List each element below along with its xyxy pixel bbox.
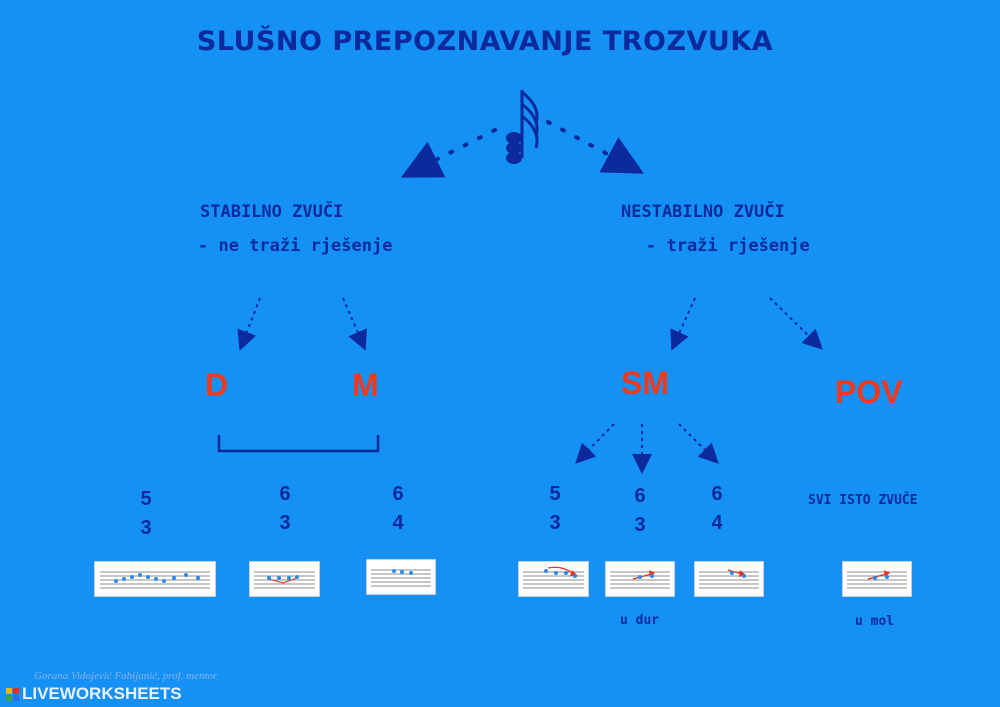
- u-mol-label: u mol: [855, 614, 895, 629]
- staff-image-1[interactable]: [94, 561, 216, 597]
- unstable-subheading: - traži rješenje: [646, 236, 810, 256]
- arrow-to-pov: [769, 297, 823, 350]
- arrow-sm-1: [575, 423, 615, 464]
- staff-image-2[interactable]: [249, 561, 320, 597]
- chord-pov: POV: [835, 374, 903, 410]
- u-dur-label: u dur: [620, 613, 660, 628]
- arrow-sm-3: [678, 423, 719, 464]
- unstable-heading: NESTABILNO ZVUČI: [621, 202, 785, 222]
- chord-d: D: [205, 367, 229, 403]
- chord-sm: SM: [621, 365, 669, 401]
- arrow-to-sm: [670, 297, 696, 351]
- staff-image-7[interactable]: [842, 561, 912, 597]
- bracket: [217, 435, 380, 453]
- stable-heading: STABILNO ZVUČI: [200, 202, 344, 222]
- staff-image-6[interactable]: [694, 561, 764, 597]
- arrow-to-unstable: [546, 120, 645, 174]
- staff-image-4[interactable]: [518, 561, 589, 597]
- author-signature: Gorana Vidojević Fabijanić, prof. mentor: [34, 670, 218, 682]
- chord-m: M: [352, 367, 379, 403]
- staff-image-3[interactable]: [366, 559, 436, 595]
- staff-image-5[interactable]: [605, 561, 675, 597]
- stable-subheading: - ne traži rješenje: [198, 236, 393, 256]
- same-sound-label: SVI ISTO ZVUČE: [808, 493, 918, 508]
- music-note-icon: [506, 90, 539, 164]
- arrow-to-d: [237, 297, 261, 351]
- page-title: SLUŠNO PREPOZNAVANJE TROZVUKA: [196, 26, 774, 57]
- liveworksheets-logo-icon: [6, 688, 20, 702]
- arrow-to-m: [342, 297, 367, 351]
- arrow-to-stable: [400, 128, 497, 178]
- brand-watermark: LIVEWORKSHEETS: [22, 684, 182, 703]
